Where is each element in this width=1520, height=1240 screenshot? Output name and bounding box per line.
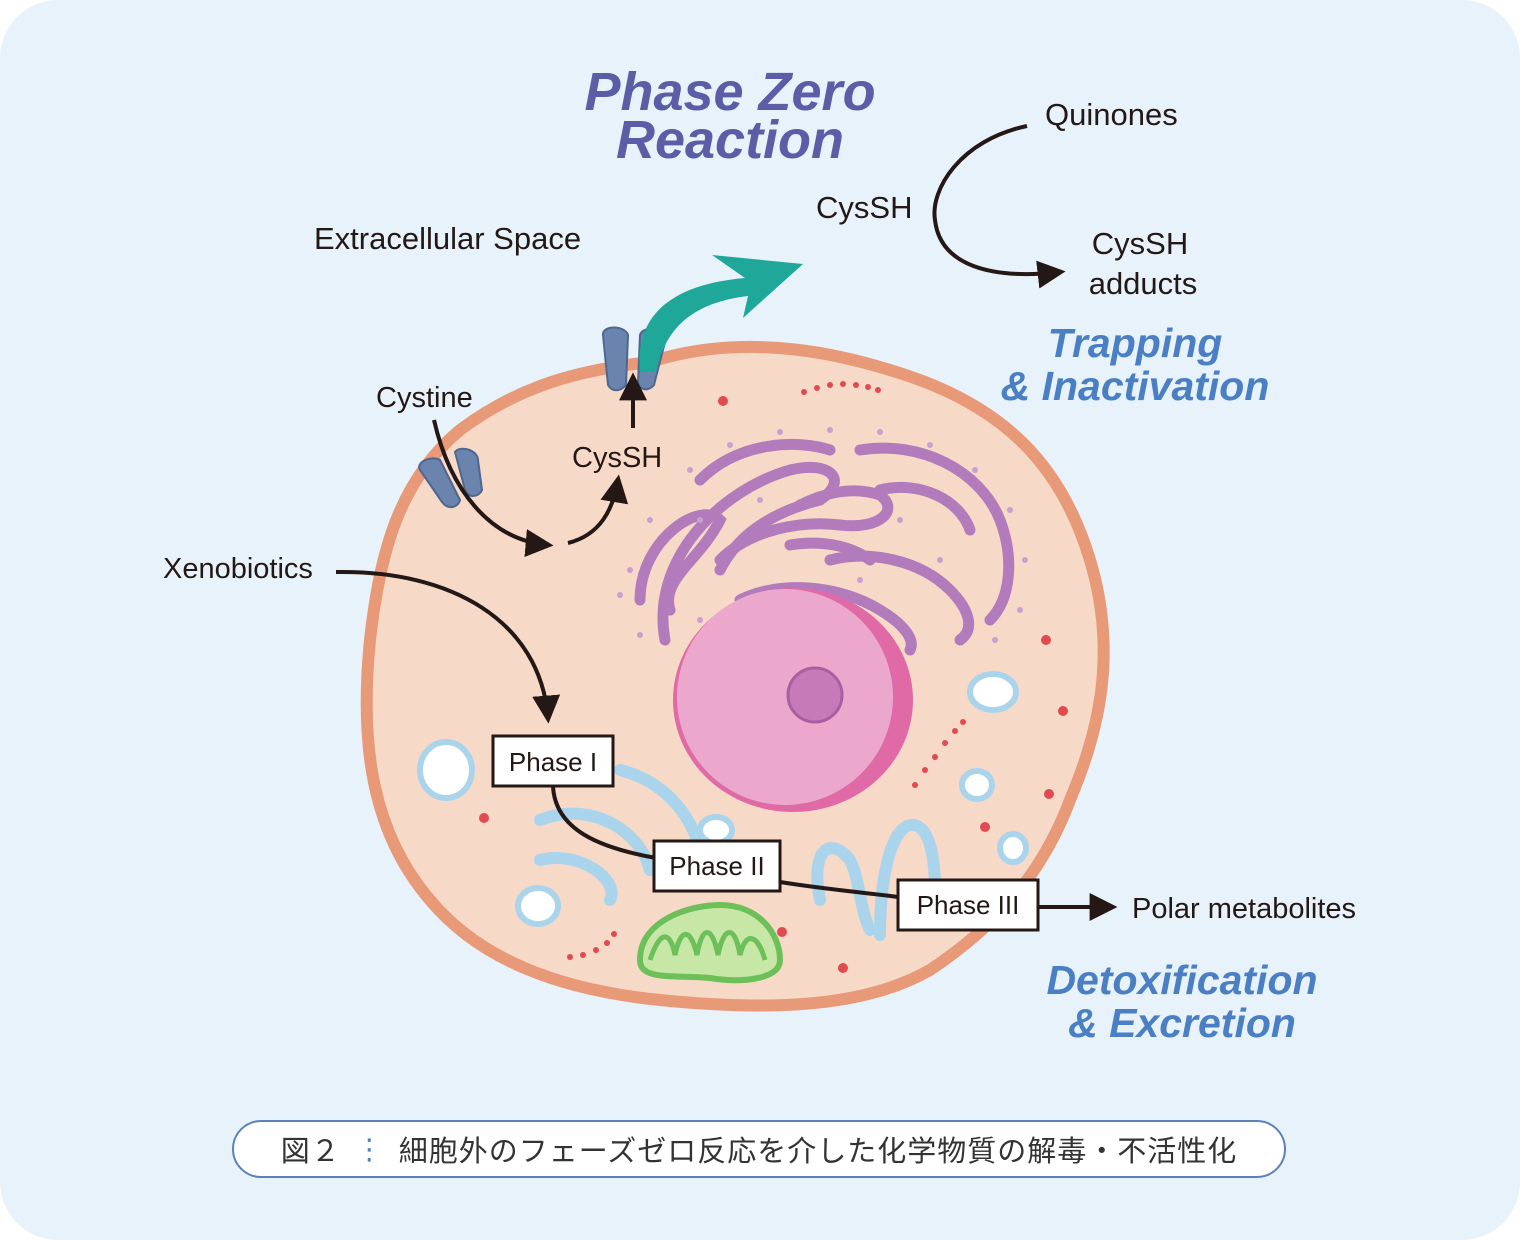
adducts-label-line-1: CysSH [1092,226,1188,261]
xenobiotics-arrow [335,569,561,724]
detox-heading-1: Detoxification [1046,957,1317,1003]
vesicles [417,671,1029,927]
quinones-label: Quinones [1045,97,1178,132]
phase-1-label: Phase I [509,747,597,777]
phase-2-label: Phase II [669,851,764,881]
xenobiotics-label: Xenobiotics [163,553,313,585]
cyssh-inner-label: CysSH [572,442,662,474]
detox-heading-2: & Excretion [1068,1000,1296,1046]
phase-2-box: Phase II [652,839,782,893]
phase-3-box: Phase III [896,878,1040,932]
phase-1-box: Phase I [491,734,615,788]
caption-text: 細胞外のフェーズゼロ反応を介した化学物質の解毒・不活性化 [398,1134,1238,1168]
golgi-apparatus [534,764,941,941]
quinone-trapping-arrow [932,124,1066,289]
title-line-1: Phase Zero [584,62,875,122]
caption-figure-number: 図２ [280,1134,341,1168]
caption-separator: ⋮ [354,1132,385,1166]
phase2-to-phase3-line [779,880,899,899]
trapping-heading-1: Trapping [1048,320,1223,366]
mitochondrion [636,901,784,984]
cystine-label: Cystine [376,382,473,414]
cystine-import-arrow [432,419,554,558]
transporter-left [418,447,484,508]
polar-metabolites-label: Polar metabolites [1132,893,1356,925]
title-line-2: Reaction [616,110,844,170]
trapping-heading-2: & Inactivation [1001,363,1270,409]
phase1-to-phase2-line [551,785,657,860]
figure-caption: 図２ ⋮ 細胞外のフェーズゼロ反応を介した化学物質の解毒・不活性化 [232,1120,1286,1178]
adducts-label-line-2: adducts [1089,266,1198,301]
nucleolus [786,666,844,724]
teal-export-arrow [639,255,803,372]
extracellular-label: Extracellular Space [314,221,581,256]
nucleus [677,589,893,805]
cyssh-outer-label: CysSH [816,190,912,225]
phase-3-label: Phase III [917,890,1020,920]
red-dots [479,381,1068,973]
ribosome-dots [617,427,1028,643]
cyssh-formation-arrow [567,474,629,545]
